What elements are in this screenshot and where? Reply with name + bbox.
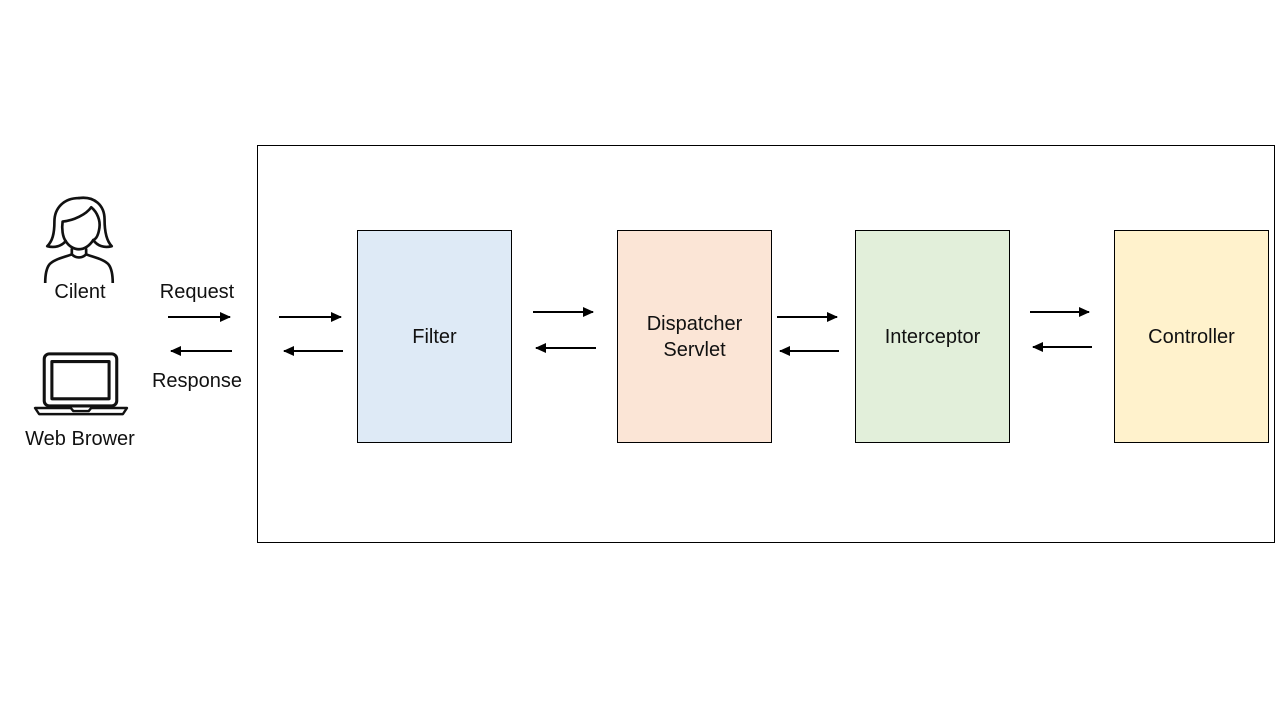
controller-box: Controller (1114, 230, 1269, 443)
browser-label: Web Brower (25, 428, 135, 450)
interceptor-to-dispatcher-response-arrow (780, 350, 839, 352)
server-to-client-response-arrow (171, 350, 232, 352)
response-label: Response (151, 370, 243, 392)
interceptor-to-controller-request-arrow (1030, 311, 1089, 313)
controller-box-label: Controller (1148, 325, 1235, 348)
interceptor-box: Interceptor (855, 230, 1010, 443)
interceptor-box-label: Interceptor (884, 325, 981, 348)
person-icon (41, 195, 119, 283)
boundary-to-filter-request-arrow (279, 316, 341, 318)
dispatcher-to-filter-response-arrow (536, 347, 596, 349)
dispatcher-servlet-box: Dispatcher Servlet (617, 230, 772, 443)
client-to-server-request-arrow (168, 316, 230, 318)
client-label: Cilent (54, 281, 106, 303)
filter-box: Filter (357, 230, 512, 443)
request-label: Request (159, 281, 235, 303)
filter-to-dispatcher-request-arrow (533, 311, 593, 313)
filter-to-boundary-response-arrow (284, 350, 343, 352)
dispatcher-to-interceptor-request-arrow (777, 316, 837, 318)
controller-to-interceptor-response-arrow (1033, 346, 1092, 348)
filter-box-label: Filter (412, 325, 457, 348)
server-boundary-box (257, 145, 1275, 543)
dispatcher-servlet-box-label: Dispatcher Servlet (646, 312, 743, 361)
laptop-icon (33, 351, 129, 417)
